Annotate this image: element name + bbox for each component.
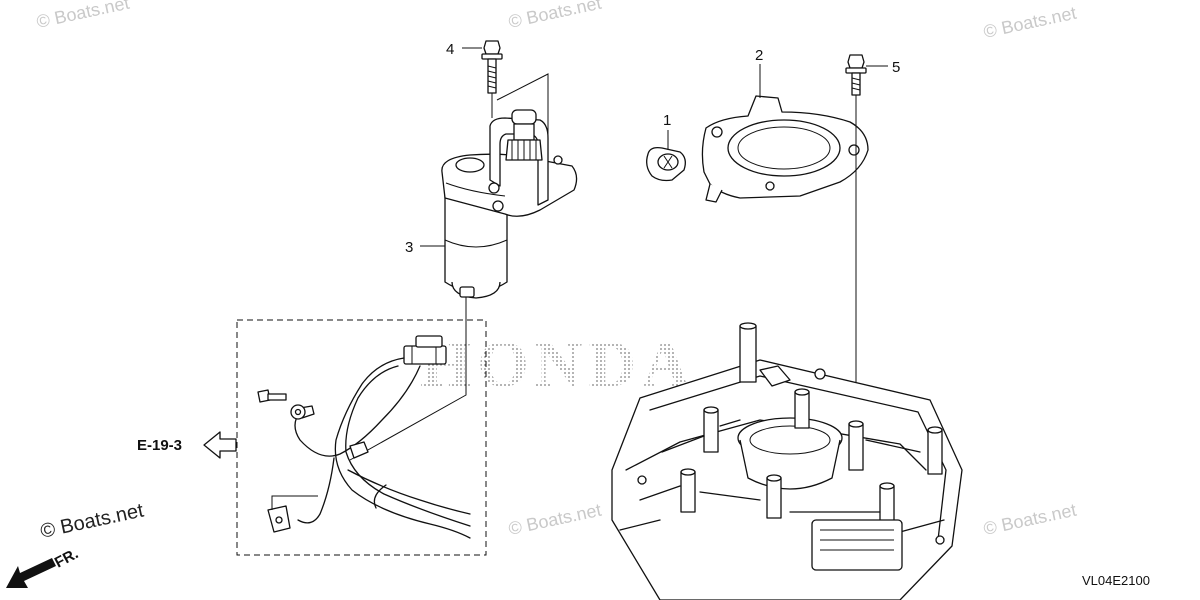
corner-watermark: © Boats.net bbox=[38, 499, 146, 542]
diagram-code: VL04E2100 bbox=[1082, 573, 1150, 588]
front-direction-arrow: FR. bbox=[6, 545, 81, 588]
callout-5: 5 bbox=[892, 59, 900, 76]
watermark: © Boats.net bbox=[982, 3, 1078, 42]
callout-2: 2 bbox=[755, 47, 763, 64]
callout-4: 4 bbox=[446, 41, 454, 58]
reference-arrow[interactable]: E-19-3 bbox=[137, 431, 237, 459]
leader-line bbox=[349, 297, 467, 461]
bolt-part-4 bbox=[481, 40, 503, 94]
bolt-part-5 bbox=[845, 54, 867, 96]
watermark: © Boats.net bbox=[35, 0, 131, 32]
engine-mounting-base bbox=[611, 322, 963, 600]
cover-plate-part-2 bbox=[701, 95, 869, 203]
callout-1: 1 bbox=[663, 112, 671, 129]
callout-3: 3 bbox=[405, 239, 413, 256]
watermark: © Boats.net bbox=[507, 0, 603, 32]
honda-watermark: HONDA bbox=[420, 328, 696, 401]
front-label: FR. bbox=[52, 545, 81, 571]
starter-motor-part-3 bbox=[441, 109, 578, 299]
watermark: © Boats.net bbox=[982, 500, 1078, 539]
wiring-harness bbox=[236, 319, 487, 556]
reference-label[interactable]: E-19-3 bbox=[137, 437, 182, 454]
grommet-part-1 bbox=[646, 146, 686, 182]
watermark: © Boats.net bbox=[507, 500, 603, 539]
leader-line bbox=[491, 73, 549, 146]
